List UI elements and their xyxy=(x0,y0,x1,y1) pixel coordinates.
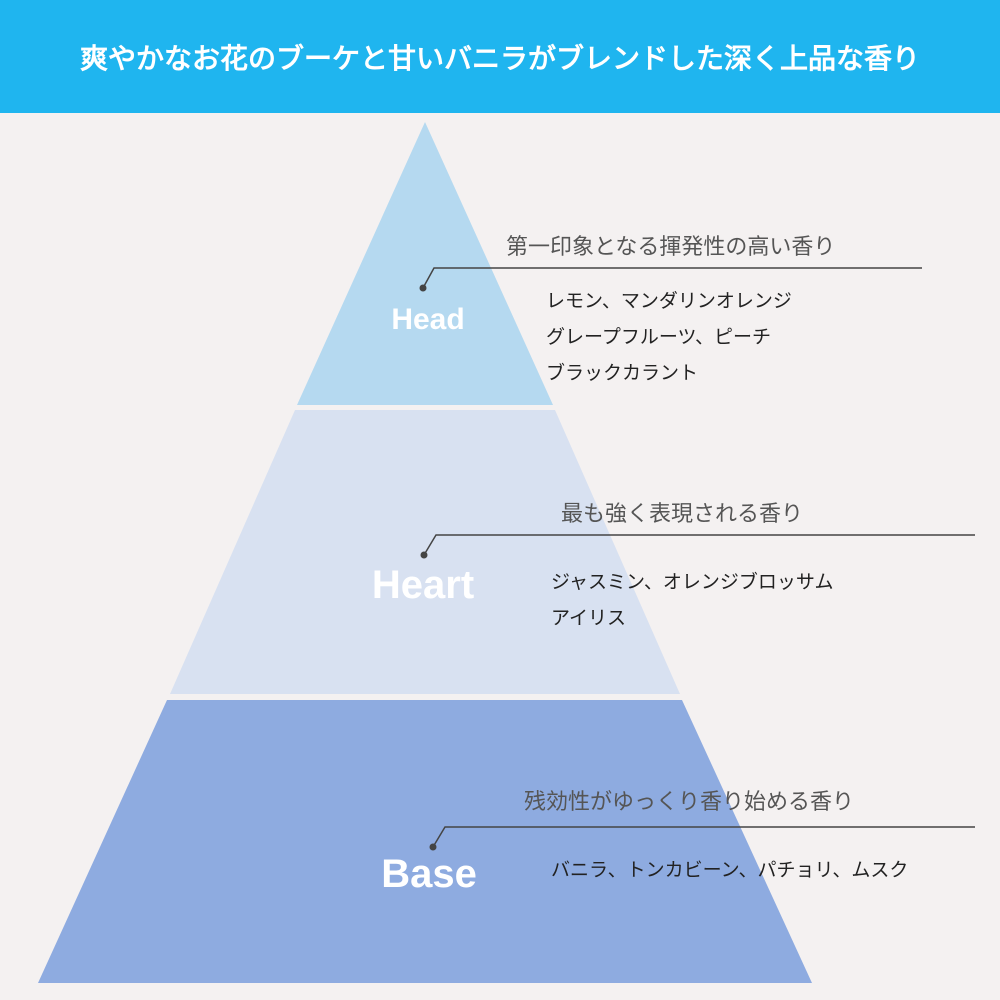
header-banner: 爽やかなお花のブーケと甘いバニラがブレンドした深く上品な香り xyxy=(0,0,1000,113)
callout-base-dot xyxy=(429,843,437,851)
note-item: バニラ、トンカビーン、パチョリ、ムスク xyxy=(551,859,909,881)
callout-head xyxy=(419,267,922,292)
callout-heart xyxy=(420,534,975,559)
tier-base-shape xyxy=(38,700,812,983)
header-title: 爽やかなお花のブーケと甘いバニラがブレンドした深く上品な香り xyxy=(79,41,920,75)
note-item: グレープフルーツ、ピーチ xyxy=(546,326,771,348)
callout-head-line xyxy=(422,267,922,289)
note-item: ブラックカラント xyxy=(546,362,699,384)
tier-head-notes: レモン、マンダリンオレンジ グレープフルーツ、ピーチ ブラックカラント xyxy=(546,283,792,391)
tier-head-label: Head xyxy=(391,303,465,336)
callout-base xyxy=(429,826,975,851)
callout-base-line xyxy=(432,826,975,848)
tier-base-label: Base xyxy=(381,852,477,896)
tier-base-description: 残効性がゆっくり香り始める香り xyxy=(524,790,855,815)
callout-head-dot xyxy=(419,284,427,292)
callout-heart-line xyxy=(423,534,975,556)
tier-heart-description: 最も強く表現される香り xyxy=(561,502,804,527)
tier-head-shape xyxy=(297,122,553,405)
note-item: ジャスミン、オレンジブロッサム xyxy=(551,571,834,593)
note-item: レモン、マンダリンオレンジ xyxy=(546,290,792,312)
note-item: アイリス xyxy=(551,607,627,629)
tier-heart-notes: ジャスミン、オレンジブロッサム アイリス xyxy=(551,564,834,636)
callout-heart-dot xyxy=(420,551,428,559)
tier-heart-label: Heart xyxy=(371,563,475,607)
tier-head-description: 第一印象となる揮発性の高い香り xyxy=(506,235,836,260)
tier-base-notes: バニラ、トンカビーン、パチョリ、ムスク xyxy=(551,852,908,888)
